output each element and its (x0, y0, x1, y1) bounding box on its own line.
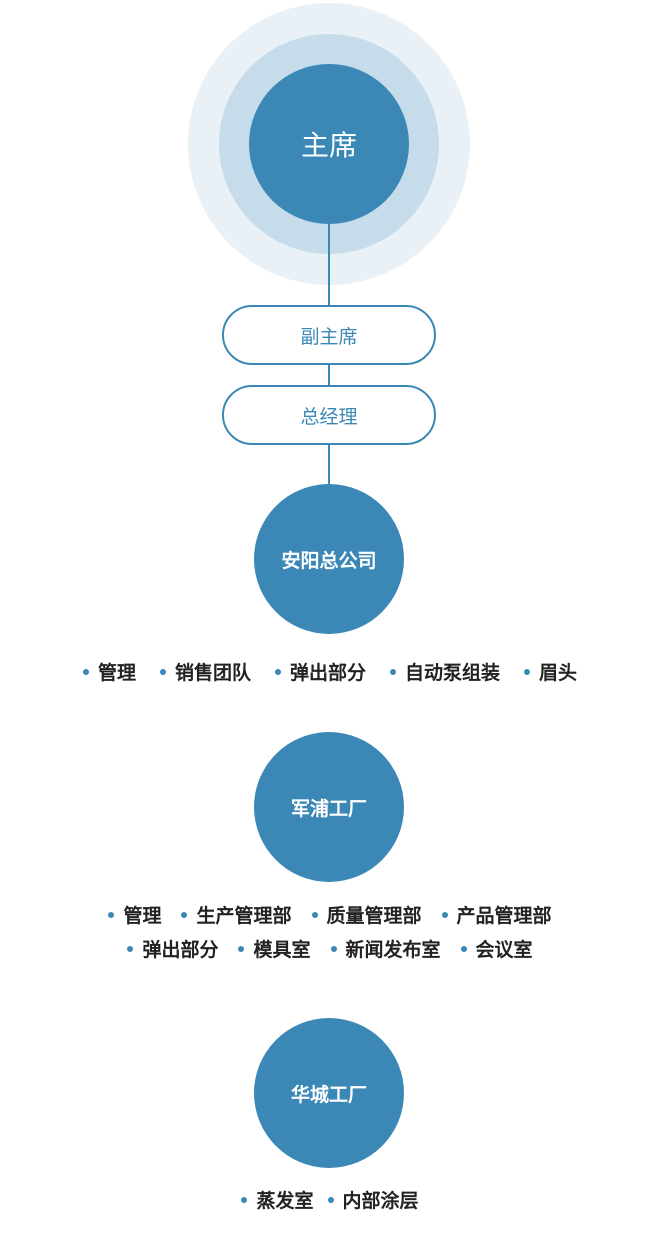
department-label: 销售团队 (174, 662, 251, 684)
bullet-dot-icon (311, 911, 318, 918)
general-manager-label: 总经理 (300, 405, 358, 428)
bullet-dot-icon (460, 945, 467, 952)
connector-gm-branch (328, 444, 330, 486)
department-item: 模具室 (238, 935, 311, 962)
department-label: 蒸发室 (256, 1190, 314, 1212)
chairman-label: 主席 (300, 129, 357, 162)
department-item: 弹出部分 (127, 935, 218, 962)
connector-chairman-vice (328, 222, 330, 306)
bullet-dot-icon (241, 1196, 248, 1203)
department-label: 自动泵组装 (405, 662, 501, 684)
department-label: 产品管理部 (456, 905, 552, 927)
bullet-dot-icon (330, 945, 337, 952)
department-list-anyang: 管理 销售团队 弹出部分 自动泵组装 眉头 (0, 658, 660, 685)
department-item: 蒸发室 (241, 1186, 314, 1213)
chairman-node: 主席 (249, 64, 409, 224)
bullet-dot-icon (274, 668, 281, 675)
bullet-dot-icon (327, 1196, 334, 1203)
department-item: 管理 (108, 901, 161, 928)
connector-vice-gm (328, 364, 330, 386)
department-label: 管理 (123, 905, 162, 927)
department-item: 眉头 (524, 658, 577, 685)
bullet-dot-icon (441, 911, 448, 918)
department-item: 生产管理部 (181, 901, 292, 928)
department-label: 会议室 (475, 939, 533, 961)
department-item: 会议室 (460, 935, 533, 962)
department-item: 自动泵组装 (390, 658, 500, 685)
branch-node-gunpo: 军浦工厂 (254, 732, 404, 882)
department-list-gunpo-row1: 管理 生产管理部 质量管理部 产品管理部 (0, 901, 660, 928)
branch-label: 华城工厂 (290, 1083, 367, 1106)
department-item: 弹出部分 (274, 658, 366, 685)
department-item: 新闻发布室 (330, 935, 441, 962)
bullet-dot-icon (127, 945, 134, 952)
bullet-dot-icon (524, 668, 531, 675)
department-label: 新闻发布室 (345, 939, 441, 961)
bullet-dot-icon (82, 668, 89, 675)
bullet-dot-icon (238, 945, 245, 952)
vice-chairman-node: 副主席 (222, 305, 436, 365)
branch-label: 军浦工厂 (290, 797, 367, 820)
department-item: 管理 (82, 658, 136, 685)
branch-node-hwaseong: 华城工厂 (254, 1018, 404, 1168)
department-label: 眉头 (539, 662, 578, 684)
department-item: 销售团队 (159, 658, 251, 685)
vice-chairman-label: 副主席 (300, 325, 358, 348)
department-label: 管理 (97, 662, 136, 684)
bullet-dot-icon (181, 911, 188, 918)
department-list-hwaseong: 蒸发室 内部涂层 (0, 1186, 660, 1213)
department-label: 弹出部分 (142, 939, 219, 961)
department-label: 内部涂层 (342, 1190, 419, 1212)
department-label: 模具室 (253, 939, 311, 961)
department-label: 生产管理部 (196, 905, 292, 927)
department-label: 弹出部分 (289, 662, 366, 684)
branch-label: 安阳总公司 (281, 549, 377, 572)
bullet-dot-icon (390, 668, 396, 675)
department-item: 产品管理部 (441, 901, 552, 928)
bullet-dot-icon (108, 911, 115, 918)
department-label: 质量管理部 (326, 905, 422, 927)
department-list-gunpo-row2: 弹出部分 模具室 新闻发布室 会议室 (0, 935, 660, 962)
general-manager-node: 总经理 (222, 385, 436, 445)
department-item: 质量管理部 (311, 901, 422, 928)
branch-node-anyang: 安阳总公司 (254, 484, 404, 634)
bullet-dot-icon (159, 668, 166, 675)
department-item: 内部涂层 (327, 1186, 419, 1213)
